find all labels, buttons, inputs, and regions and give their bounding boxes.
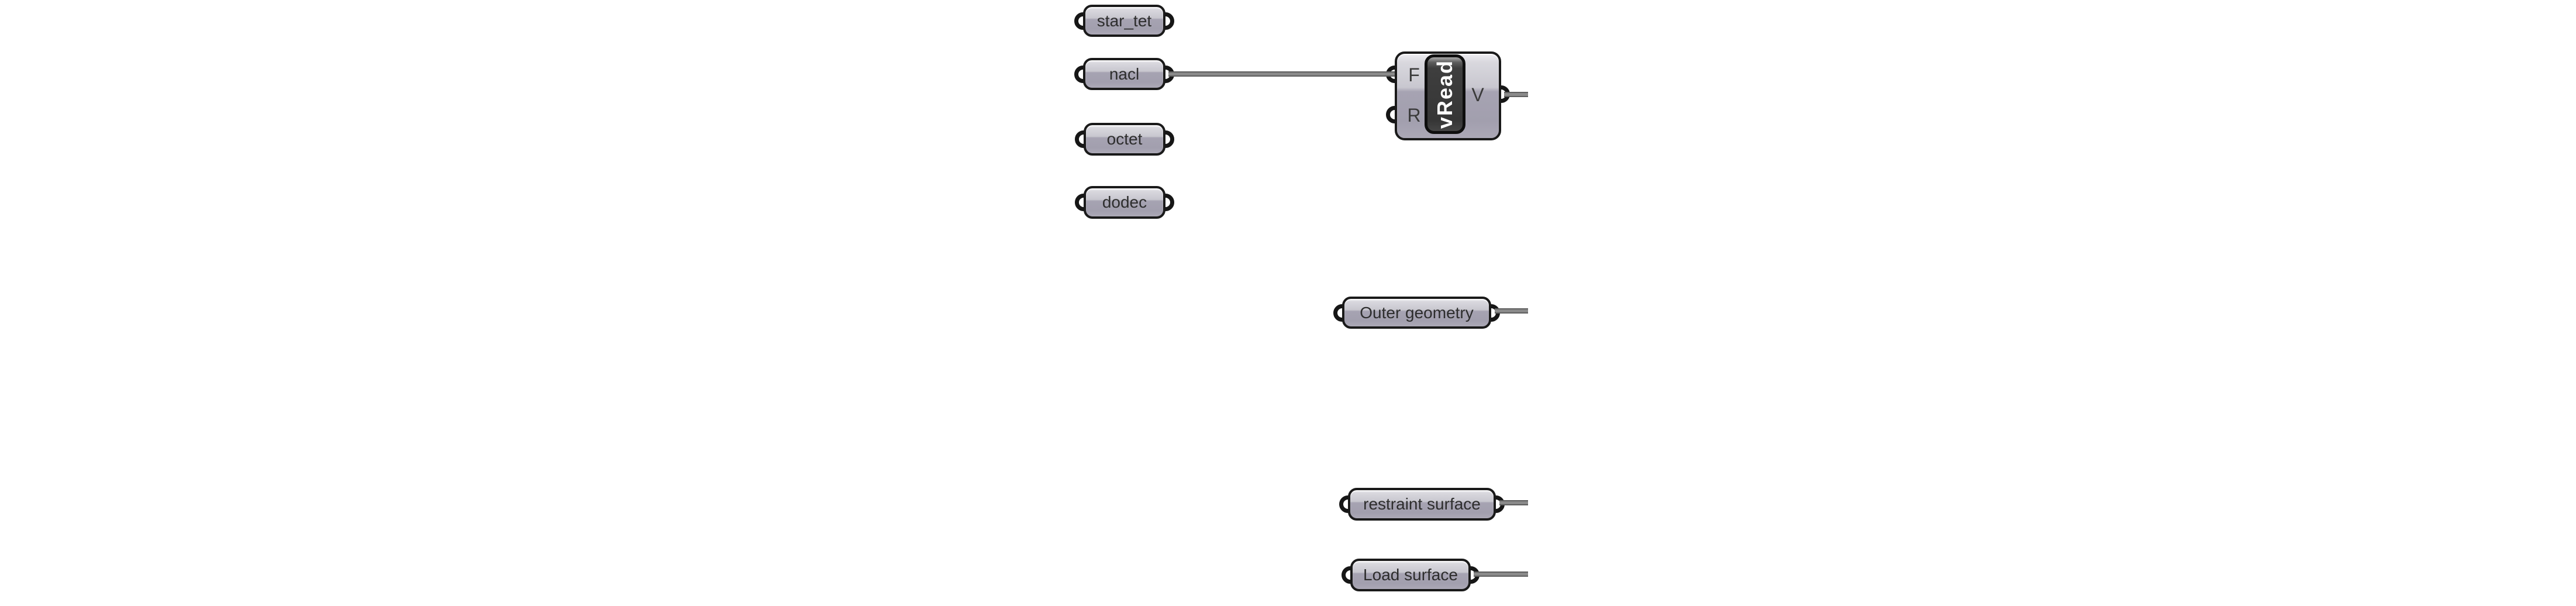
param-load-surface[interactable]: Load surface [1342,559,1480,591]
param-label: dodec [1102,193,1147,211]
param-restraint-surface[interactable]: restraint surface [1339,488,1505,521]
param-outer-geometry[interactable]: Outer geometry [1333,297,1500,329]
param-label: Load surface [1363,566,1458,584]
component-name-label: vRead [1433,59,1457,129]
capsule-body[interactable]: Outer geometry [1342,297,1491,329]
output-port-v-label[interactable]: V [1471,84,1484,105]
param-label: octet [1106,130,1143,148]
input-port-f-label[interactable]: F [1408,64,1420,85]
capsule-body[interactable]: star_tet [1083,5,1165,37]
input-port-r-label[interactable]: R [1407,105,1421,126]
wire-outer-geometry-stub[interactable] [1495,308,1528,314]
component-name-badge[interactable]: vRead [1425,54,1465,134]
component-vread[interactable]: F R V vRead [1386,51,1510,140]
capsule-body[interactable]: Load surface [1350,559,1471,591]
wire-load-surface-stub[interactable] [1474,571,1528,577]
wire-nacl-to-vread-f[interactable] [1168,71,1398,77]
capsule-body[interactable]: nacl [1083,58,1165,90]
param-nacl[interactable]: nacl [1074,58,1174,90]
param-octet[interactable]: octet [1075,123,1174,156]
param-label: Outer geometry [1360,303,1474,322]
capsule-body[interactable]: octet [1084,123,1165,156]
param-label: star_tet [1096,11,1152,30]
capsule-body[interactable]: dodec [1084,186,1165,219]
wire-restraint-surface-stub[interactable] [1499,500,1528,505]
capsule-body[interactable]: restraint surface [1348,488,1496,521]
param-label: restraint surface [1363,495,1481,513]
param-dodec[interactable]: dodec [1075,186,1174,219]
param-star-tet[interactable]: star_tet [1074,5,1174,37]
wire-vread-v-stub[interactable] [1504,92,1528,97]
param-label: nacl [1109,64,1140,83]
